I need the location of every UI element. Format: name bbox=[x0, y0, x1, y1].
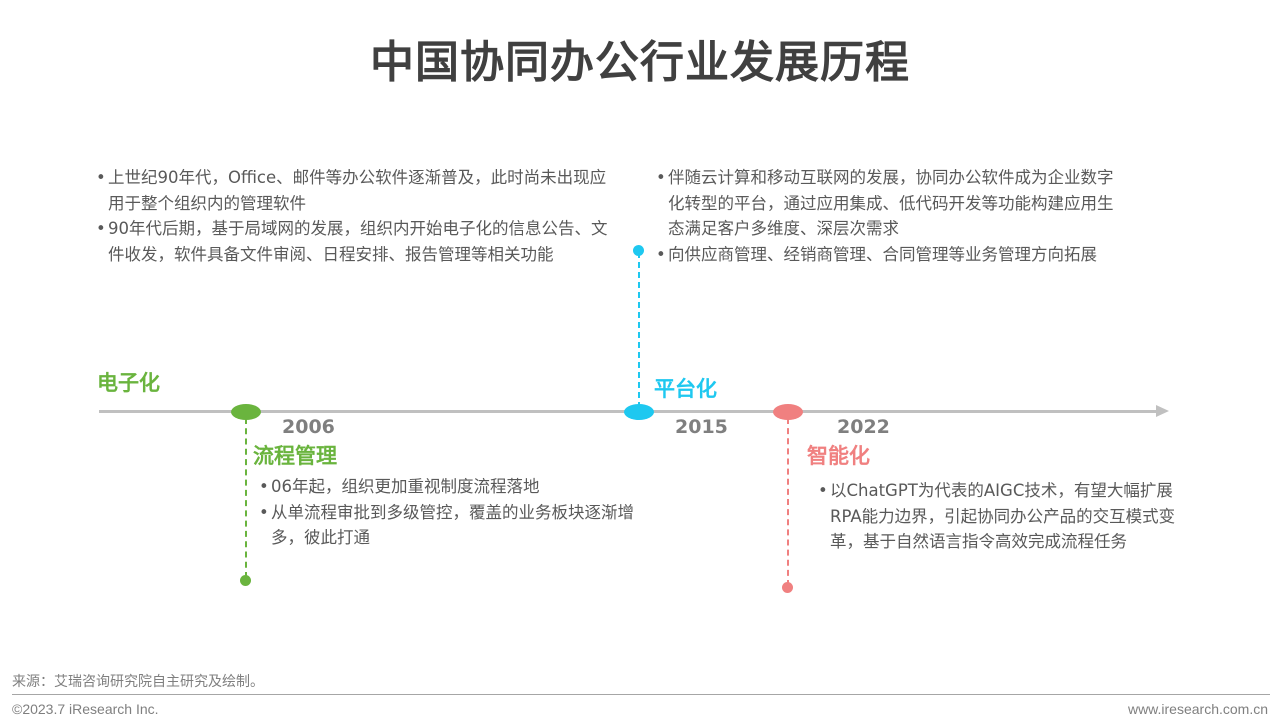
milestone-end-dot bbox=[633, 245, 644, 256]
year-label: 2022 bbox=[837, 416, 890, 438]
stage-label-zhinenghua: 智能化 bbox=[807, 444, 870, 468]
stage-pingtaihua-description: 伴随云计算和移动互联网的发展，协同办公软件成为企业数字化转型的平台，通过应用集成… bbox=[656, 165, 1118, 267]
bullet-item: 上世纪90年代，Office、邮件等办公软件逐渐普及，此时尚未出现应用于整个组织… bbox=[96, 165, 616, 216]
bullet-item: 90年代后期，基于局域网的发展，组织内开始电子化的信息公告、文件收发，软件具备文… bbox=[96, 216, 616, 267]
bullet-item: 从单流程审批到多级管控，覆盖的业务板块逐渐增多，彼此打通 bbox=[259, 500, 651, 551]
stage-label-liuchengguanli: 流程管理 bbox=[253, 444, 337, 468]
milestone-connector-line bbox=[638, 252, 640, 408]
year-label: 2006 bbox=[282, 416, 335, 438]
milestone-dot-2015 bbox=[624, 404, 654, 420]
bullet-item: 伴随云计算和移动互联网的发展，协同办公软件成为企业数字化转型的平台，通过应用集成… bbox=[656, 165, 1118, 242]
footer-divider bbox=[12, 694, 1270, 695]
year-label: 2015 bbox=[675, 416, 728, 438]
bullet-item: 06年起，组织更加重视制度流程落地 bbox=[259, 474, 651, 500]
milestone-dot-2006 bbox=[231, 404, 261, 420]
website-link[interactable]: www.iresearch.com.cn bbox=[1127, 701, 1268, 717]
milestone-end-dot bbox=[240, 575, 251, 586]
page-title: 中国协同办公行业发展历程 bbox=[370, 37, 910, 88]
stage-zhinenghua-description: 以ChatGPT为代表的AIGC技术，有望大幅扩展RPA能力边界，引起协同办公产… bbox=[818, 478, 1190, 555]
milestone-dot-2022 bbox=[773, 404, 803, 420]
stage-dianzihua-description: 上世纪90年代，Office、邮件等办公软件逐渐普及，此时尚未出现应用于整个组织… bbox=[96, 165, 616, 267]
bullet-item: 以ChatGPT为代表的AIGC技术，有望大幅扩展RPA能力边界，引起协同办公产… bbox=[818, 478, 1190, 555]
source-note: 来源：艾瑞咨询研究院自主研究及绘制。 bbox=[12, 674, 264, 690]
copyright: ©2023.7 iResearch Inc. bbox=[12, 701, 159, 717]
bullet-item: 向供应商管理、经销商管理、合同管理等业务管理方向拓展 bbox=[656, 242, 1118, 268]
arrow-right-icon bbox=[1156, 405, 1169, 417]
stage-label-pingtaihua: 平台化 bbox=[654, 377, 717, 401]
stage-label-dianzihua: 电子化 bbox=[97, 371, 160, 395]
stage-liuchengguanli-description: 06年起，组织更加重视制度流程落地 从单流程审批到多级管控，覆盖的业务板块逐渐增… bbox=[259, 474, 651, 551]
milestone-connector-line bbox=[787, 418, 789, 586]
milestone-connector-line bbox=[245, 418, 247, 578]
milestone-end-dot bbox=[782, 582, 793, 593]
